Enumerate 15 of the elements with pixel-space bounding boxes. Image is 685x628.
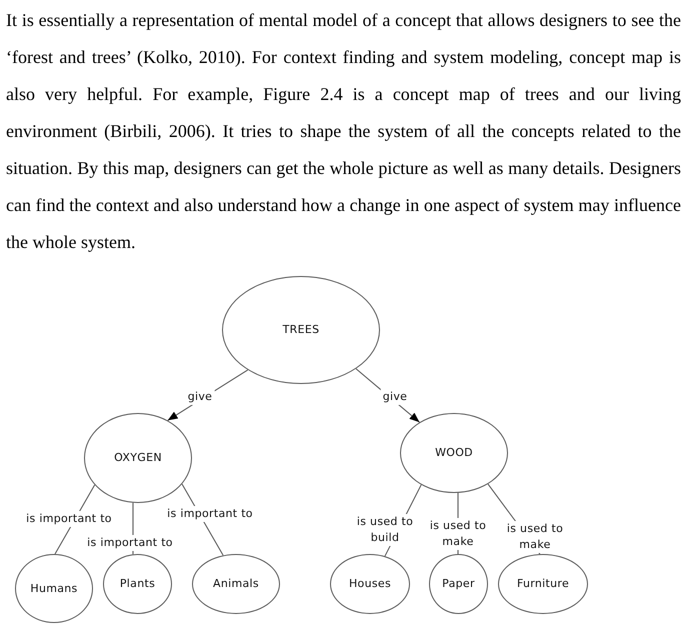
concept-label: Furniture xyxy=(516,577,570,591)
concept-label: Houses xyxy=(348,577,391,591)
edge-label: give xyxy=(186,389,214,405)
edge-label: is important to xyxy=(165,506,255,522)
edge-label: give xyxy=(380,389,410,405)
edge-label: is important to xyxy=(85,535,175,551)
concept-label: Humans xyxy=(30,582,78,596)
concept-label: OXYGEN xyxy=(114,451,162,465)
concept-label: Animals xyxy=(213,577,259,591)
concept-label: Plants xyxy=(120,577,156,591)
concept-label: Paper xyxy=(442,577,475,591)
edge-label: is important to xyxy=(24,511,114,527)
body-paragraph: It is essentially a representation of mental model of a concept that allows designers to see the ‘forest and trees’ (Kolko, 2010). For context finding and system modeling, concept map is also very helpful. For example, Figure 2.4 is a concept map of trees and our living environment (Birbili, 2006). It tries to shape the system of all the concepts related to the situation. By this map, designers can get the whole picture as well as many details. Designers can find the context and also understand how a change in one aspect of system may influence the whole system. xyxy=(6,9,681,254)
concept-label: TREES xyxy=(282,323,320,337)
concept-label: WOOD xyxy=(435,446,473,460)
